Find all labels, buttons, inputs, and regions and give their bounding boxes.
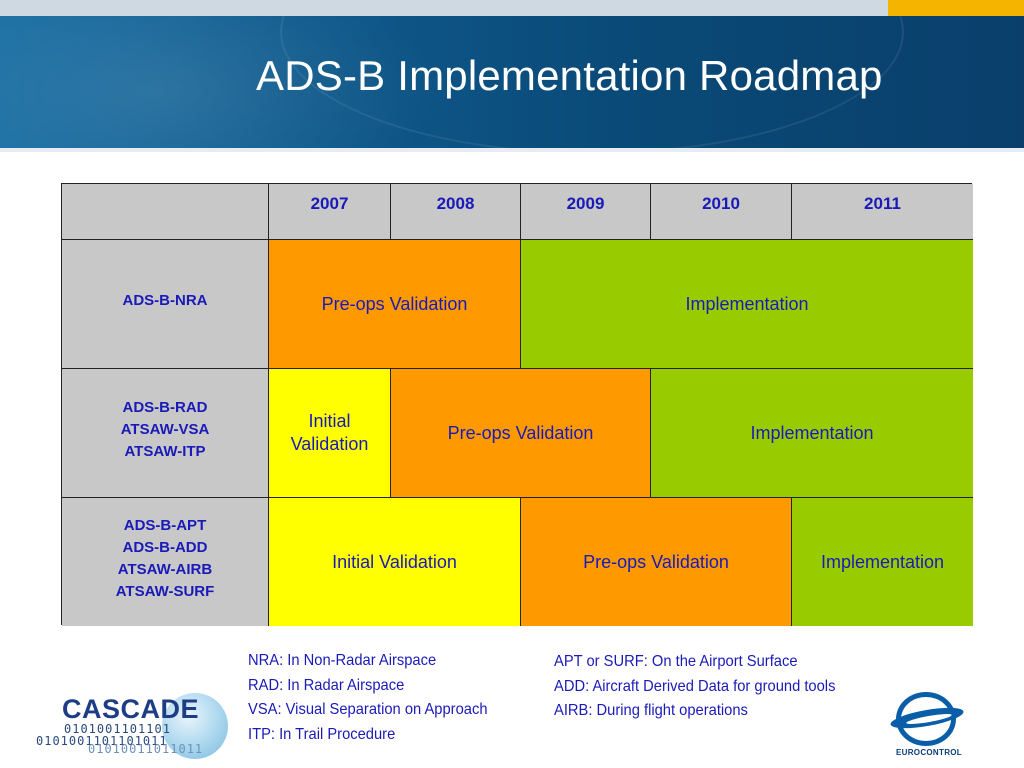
row-label-line: ATSAW-VSA bbox=[120, 421, 210, 438]
year-header-2008: 2008 bbox=[391, 184, 521, 240]
row-label-nra: ADS-B-NRA bbox=[62, 240, 269, 369]
legend-item: ITP: In Trail Procedure bbox=[248, 725, 396, 743]
row-label-line: ADS-B-ADD bbox=[122, 539, 208, 556]
row-label-rad-vsa-itp: ADS-B-RAD ATSAW-VSA ATSAW-ITP bbox=[62, 369, 269, 498]
row-label-line: ATSAW-AIRB bbox=[117, 561, 213, 578]
cascade-binary-strip: 01010011011011 bbox=[88, 742, 204, 756]
row-label-line: ADS-B-NRA bbox=[122, 292, 208, 309]
eurocontrol-logo: EUROCONTROL bbox=[888, 692, 970, 760]
row-label-line: ADS-B-APT bbox=[123, 517, 207, 534]
legend-item: NRA: In Non-Radar Airspace bbox=[248, 652, 437, 669]
year-header-2007: 2007 bbox=[269, 184, 391, 240]
row-label-apt-add-airb-surf: ADS-B-APT ADS-B-ADD ATSAW-AIRB ATSAW-SUR… bbox=[62, 498, 269, 626]
cascade-wordmark: CASCADE bbox=[62, 694, 200, 724]
phase-cell-implementation: Implementation bbox=[651, 369, 973, 498]
phase-cell-implementation: Implementation bbox=[521, 240, 973, 369]
legend-item: VSA: Visual Separation on Approach bbox=[248, 701, 488, 718]
slide-title: ADS-B Implementation Roadmap bbox=[256, 52, 883, 99]
phase-cell-preops: Pre-ops Validation bbox=[521, 498, 792, 626]
phase-cell-preops: Pre-ops Validation bbox=[269, 240, 521, 369]
cascade-globe-icon bbox=[162, 693, 228, 759]
row-label-line: ATSAW-ITP bbox=[124, 443, 206, 460]
header-top-bar bbox=[0, 0, 888, 16]
phase-cell-initial: Initial Validation bbox=[269, 498, 521, 626]
year-header-2010: 2010 bbox=[651, 184, 792, 240]
eurocontrol-wordmark: EUROCONTROL bbox=[896, 748, 962, 757]
header-separator bbox=[0, 148, 1024, 152]
header-accent-bar bbox=[888, 0, 1024, 16]
year-header-2009: 2009 bbox=[521, 184, 651, 240]
phase-cell-implementation: Implementation bbox=[792, 498, 973, 626]
row-label-line: ADS-B-RAD bbox=[122, 399, 208, 416]
legend-item: ADD: Aircraft Derived Data for ground to… bbox=[554, 677, 836, 695]
cascade-logo: CASCADE 0101001101101 0101001101101011 0… bbox=[36, 692, 236, 762]
slide-header: ADS-B Implementation Roadmap bbox=[0, 0, 1024, 148]
legend-abbreviations-left: NRA: In Non-Radar Airspace RAD: In Radar… bbox=[248, 649, 488, 747]
row-label-line: ATSAW-SURF bbox=[115, 583, 215, 600]
cascade-binary-strip: 0101001101101 bbox=[64, 722, 171, 736]
table-corner-cell bbox=[62, 184, 269, 240]
legend-item: AIRB: During flight operations bbox=[554, 702, 748, 719]
phase-cell-initial: Initial Validation bbox=[269, 369, 391, 498]
phase-cell-preops: Pre-ops Validation bbox=[391, 369, 651, 498]
legend-item: APT or SURF: On the Airport Surface bbox=[554, 653, 798, 670]
roadmap-table: 2007 2008 2009 2010 2011 ADS-B-NRA Pre-o… bbox=[61, 183, 973, 626]
legend-abbreviations-right: APT or SURF: On the Airport Surface ADD:… bbox=[554, 650, 835, 724]
year-header-2011: 2011 bbox=[792, 184, 973, 240]
legend-item: RAD: In Radar Airspace bbox=[248, 676, 405, 694]
cascade-binary-strip: 0101001101101011 bbox=[36, 734, 168, 748]
